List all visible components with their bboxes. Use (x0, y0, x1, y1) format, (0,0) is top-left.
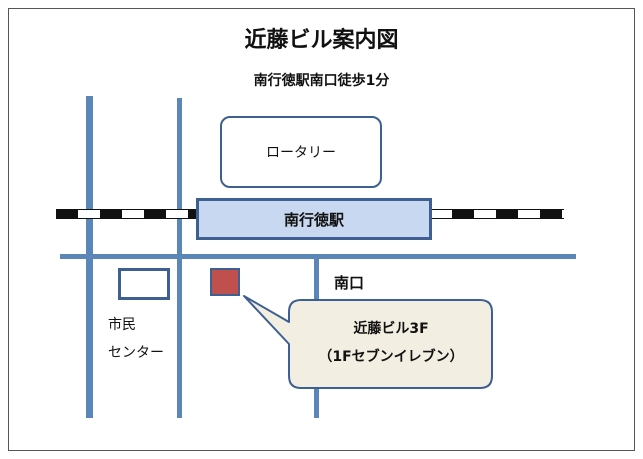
callout-line2: （1Fセブンイレブン） (318, 349, 464, 365)
civic-center-building (118, 268, 170, 300)
south-exit-label: 南口 (334, 274, 365, 292)
target-building-marker (210, 268, 240, 296)
map-frame (8, 8, 635, 451)
station-label: 南行徳駅 (283, 210, 344, 229)
map-title: 近藤ビル案内図 (244, 28, 399, 53)
rotary-label: ロータリー (266, 145, 336, 161)
civic-center-label-line2: センター (108, 345, 164, 361)
map-subtitle: 南行徳駅南口徒歩1分 (253, 73, 390, 89)
station: 南行徳駅 (196, 198, 432, 240)
callout-line1: 近藤ビル3F (353, 321, 429, 337)
road-horizontal (60, 254, 576, 259)
civic-center-label-line1: 市民 (108, 317, 136, 333)
rotary: ロータリー (220, 116, 382, 188)
